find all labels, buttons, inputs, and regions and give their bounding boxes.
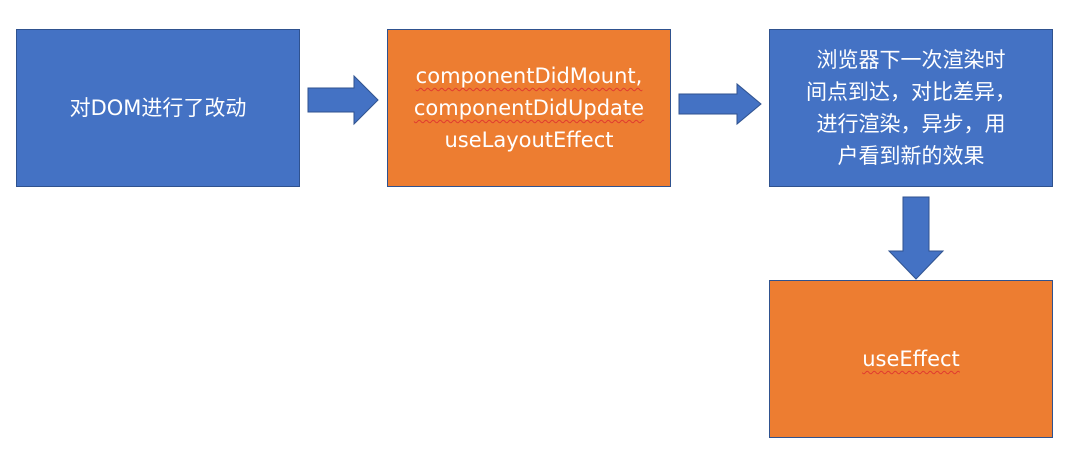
node-browser-render: 浏览器下一次渲染时 间点到达，对比差异， 进行渲染，异步，用 户看到新的效果 <box>769 29 1053 187</box>
arrow-down-icon <box>887 196 945 280</box>
node-use-effect: useEffect <box>769 280 1053 438</box>
node-lifecycle-line-2: componentDidUpdate <box>413 96 645 120</box>
node-lifecycle-hooks: componentDidMount, componentDidUpdate us… <box>387 29 671 187</box>
node-browser-line-1: 浏览器下一次渲染时 <box>816 48 1006 72</box>
node-dom-change: 对DOM进行了改动 <box>16 29 300 187</box>
arrow-right-icon <box>307 74 379 126</box>
node-lifecycle-line-1: componentDidMount, <box>415 64 643 88</box>
node-use-effect-label: useEffect <box>862 347 960 371</box>
arrow-right-icon <box>678 82 762 126</box>
node-browser-line-3: 进行渲染，异步，用 <box>816 112 1006 136</box>
node-lifecycle-line-3: useLayoutEffect <box>444 128 614 152</box>
node-dom-change-label: 对DOM进行了改动 <box>69 96 247 120</box>
node-browser-line-4: 户看到新的效果 <box>837 144 985 168</box>
node-browser-line-2: 间点到达，对比差异， <box>806 80 1016 104</box>
